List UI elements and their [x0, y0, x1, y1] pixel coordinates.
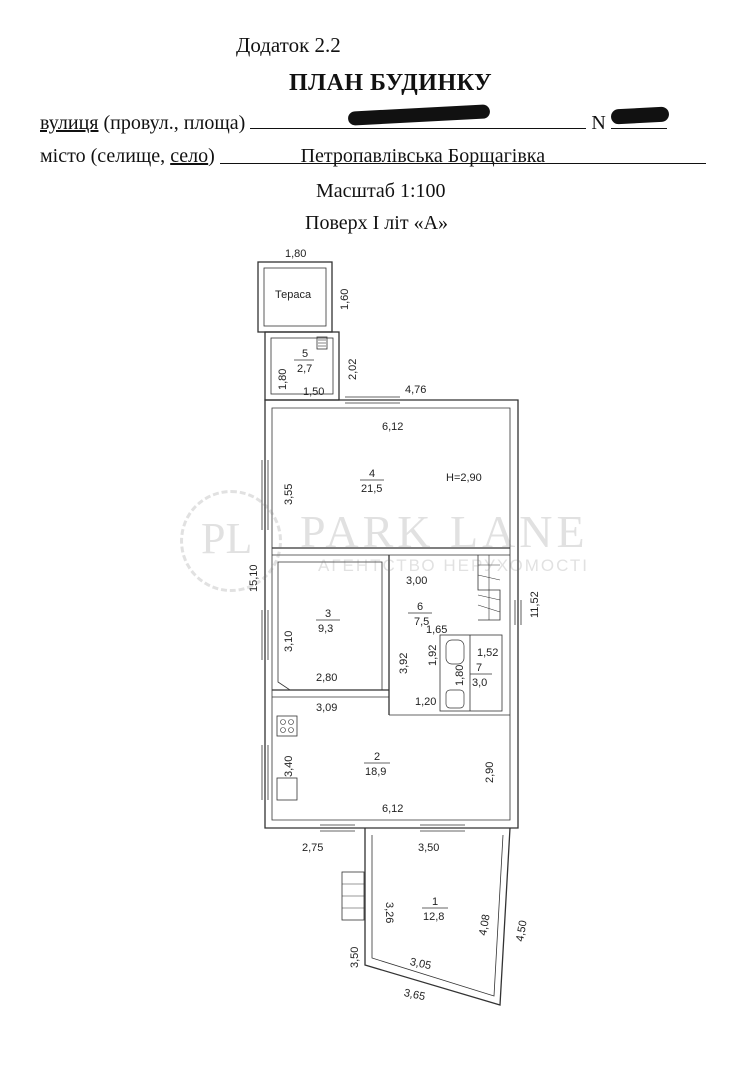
- radiator-icon: [316, 336, 328, 350]
- dim-r1-right-inner: 4,08: [477, 913, 493, 936]
- dim-r1-top-left: 2,75: [302, 842, 323, 854]
- room-2-area: 18,9: [365, 766, 386, 778]
- dim-r4-height: 3,55: [283, 484, 295, 505]
- room-7-outline: [439, 634, 503, 712]
- street-label: вулиця: [40, 112, 99, 134]
- dim-r2-width: 6,12: [382, 803, 403, 815]
- room-7-number: 7: [476, 662, 482, 674]
- toilet-icon: [445, 689, 465, 709]
- dim-r1-top: 3,50: [418, 842, 439, 854]
- dim-r7-h2: 1,80: [454, 665, 466, 686]
- dim-r7-h1: 1,92: [427, 645, 439, 666]
- window-marks: [261, 396, 522, 832]
- house-outer-wall: [264, 399, 519, 829]
- bathtub-icon: [445, 639, 465, 665]
- room-7-area: 3,0: [472, 677, 487, 689]
- dim-r6-height: 3,92: [398, 653, 410, 674]
- room-4-area: 21,5: [361, 483, 382, 495]
- dim-r6-small: 1,65: [426, 624, 447, 636]
- dim-r5-width: 1,50: [303, 386, 324, 398]
- room-4-height: H=2,90: [446, 472, 482, 484]
- room-3-area: 9,3: [318, 623, 333, 635]
- street-value-blank: [250, 104, 587, 129]
- room-6-area: 7,5: [414, 616, 429, 628]
- dim-r1-bottom-inner: 3,05: [409, 956, 432, 972]
- dim-r3-width: 2,80: [316, 672, 337, 684]
- number-value-blank: [610, 106, 670, 129]
- watermark-subtitle: АГЕНТСТВО НЕРУХОМОСТІ: [318, 556, 589, 575]
- city-label-selo: село: [170, 145, 209, 167]
- appendix-label: Додаток 2.2: [236, 33, 341, 57]
- terrace-inner: [263, 267, 327, 327]
- dim-r6-width: 3,00: [406, 575, 427, 587]
- dim-r1-left-low: 3,50: [349, 947, 361, 968]
- city-label-end: ): [208, 145, 215, 167]
- dim-r2-right: 2,90: [484, 762, 496, 783]
- document-title: ПЛАН БУДИНКУ: [289, 70, 493, 96]
- room-1-inner-wall: [371, 834, 504, 997]
- dim-r4-width: 6,12: [382, 421, 403, 433]
- dim-r2-top: 3,09: [316, 702, 337, 714]
- watermark-logo: PL: [180, 490, 282, 592]
- room-2-number: 2: [374, 751, 380, 763]
- watermark-name: PARK LANE: [300, 506, 589, 557]
- room-5-inner: [270, 337, 334, 395]
- room-4-number: 4: [369, 468, 375, 480]
- dim-r2-left: 3,40: [283, 756, 295, 777]
- room-3-number: 3: [325, 608, 331, 620]
- terrace-label: Тераса: [275, 289, 312, 301]
- dim-r5-side: 2,02: [347, 359, 359, 380]
- room-1-number: 1: [432, 896, 438, 908]
- city-value-text: Петропавлівська Борщагівка: [300, 145, 546, 167]
- room-6-number: 6: [417, 601, 423, 613]
- dim-terrace-depth: 1,60: [339, 289, 351, 310]
- room-1-area: 12,8: [423, 911, 444, 923]
- stairs-outline: [477, 555, 501, 621]
- dim-right-length: 11,52: [529, 591, 541, 618]
- street-label-rest: (провул., площа): [98, 112, 246, 134]
- dim-r3-height: 3,10: [283, 631, 295, 652]
- city-line: місто (селище, село) Петропавлівська Бор…: [40, 145, 706, 168]
- dim-r7-bottom: 1,20: [415, 696, 436, 708]
- dim-r1-right-outer: 4,50: [514, 919, 530, 942]
- street-line: вулиця (провул., площа) N: [40, 104, 670, 135]
- room-5-area: 2,7: [297, 363, 312, 375]
- house-inner-wall: [271, 407, 511, 821]
- floor-label: Поверх I літ «А»: [305, 212, 449, 234]
- floor-plan: Тераса 5 2,7 4 21,5 H=2,90 3 9,3 6 7,5 7…: [248, 248, 541, 1006]
- scale-label: Масштаб 1:100: [316, 180, 446, 202]
- dim-r1-bottom-outer: 3,65: [403, 987, 426, 1003]
- dim-top-right: 4,76: [405, 384, 426, 396]
- number-label: N: [591, 112, 606, 134]
- dim-r1-left: 3,26: [383, 902, 395, 923]
- dim-r5-height: 1,80: [277, 369, 289, 390]
- city-label: місто (селище,: [40, 145, 171, 167]
- city-value: Петропавлівська Борщагівка: [219, 145, 706, 167]
- dim-r7-width: 1,52: [477, 647, 498, 659]
- room-1-outer-wall: [364, 827, 511, 1006]
- sink-icon: [276, 777, 298, 801]
- street-redaction: [348, 104, 491, 126]
- stove-icon: [276, 715, 298, 737]
- room-5-number: 5: [302, 348, 308, 360]
- dim-terrace-width: 1,80: [285, 248, 306, 260]
- number-redaction: [610, 106, 670, 125]
